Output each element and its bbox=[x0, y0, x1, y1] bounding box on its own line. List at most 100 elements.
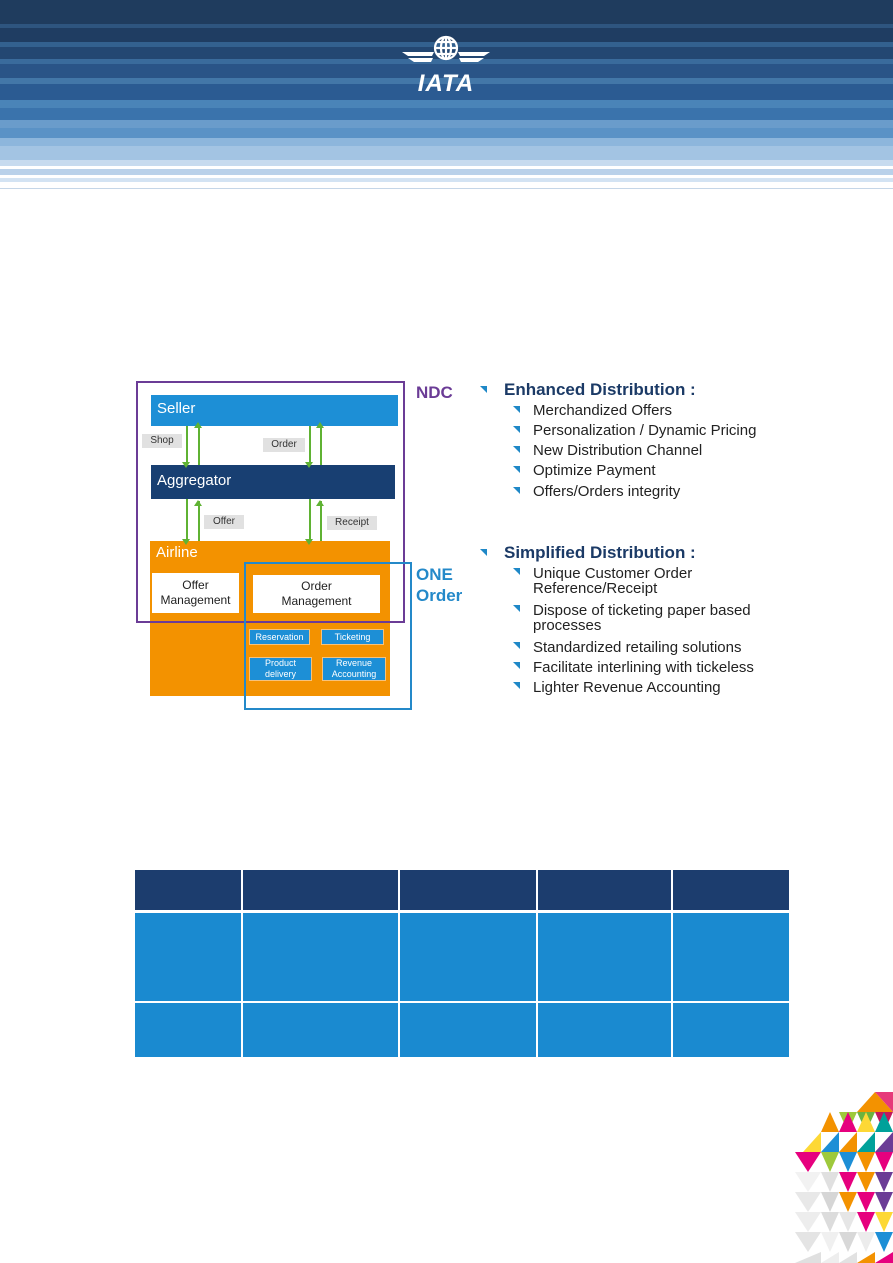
order-tag: Order bbox=[263, 438, 305, 452]
page-header-banner: IATA bbox=[0, 0, 893, 192]
banner-stripe bbox=[0, 0, 893, 24]
bullet-icon bbox=[513, 682, 520, 689]
order-management-line1: Order bbox=[301, 579, 332, 593]
table-header-cell bbox=[135, 870, 241, 910]
banner-stripe bbox=[0, 166, 893, 169]
one-order-line1: ONE bbox=[416, 565, 453, 584]
banner-stripe bbox=[0, 120, 893, 128]
enhanced-item: Optimize Payment bbox=[533, 462, 656, 479]
table-cell bbox=[135, 913, 241, 1001]
product-delivery-line1: Product bbox=[264, 658, 297, 668]
offer-down-arrow bbox=[186, 499, 188, 539]
one-order-boundary bbox=[244, 562, 412, 710]
ticketing-box: Ticketing bbox=[321, 629, 384, 645]
enhanced-item: New Distribution Channel bbox=[533, 442, 703, 459]
enhanced-item: Personalization / Dynamic Pricing bbox=[533, 422, 757, 439]
arrowheads bbox=[182, 422, 324, 545]
banner-stripe bbox=[0, 64, 893, 78]
shop-down-arrow bbox=[186, 426, 188, 462]
banner-stripe bbox=[0, 128, 893, 138]
table-header-cell bbox=[400, 870, 536, 910]
enhanced-item: Merchandized Offers bbox=[533, 402, 672, 419]
simplified-distribution-heading: Simplified Distribution : bbox=[504, 543, 696, 562]
bullet-icon bbox=[513, 642, 520, 649]
shop-tag: Shop bbox=[142, 434, 182, 448]
offer-management-line2: Management bbox=[160, 593, 231, 607]
table-header-cell bbox=[538, 870, 671, 910]
table-header-cell bbox=[673, 870, 789, 910]
table-header-cell bbox=[243, 870, 398, 910]
bullet-icon bbox=[513, 466, 520, 473]
receipt-up-arrow bbox=[320, 501, 322, 541]
reservation-box: Reservation bbox=[249, 629, 310, 645]
banner-stripe bbox=[0, 24, 893, 28]
simplified-item: Standardized retailing solutions bbox=[533, 639, 742, 656]
comparison-table bbox=[135, 870, 789, 1057]
airline-label: Airline bbox=[156, 544, 198, 561]
table-cell bbox=[243, 1003, 398, 1057]
bullet-icon bbox=[513, 406, 520, 413]
receipt-down-arrow bbox=[309, 499, 311, 539]
banner-stripe bbox=[0, 178, 893, 182]
one-order-line2: Order bbox=[416, 586, 463, 605]
receipt-tag: Receipt bbox=[327, 516, 377, 530]
ndc-boundary bbox=[136, 381, 405, 623]
table-cell bbox=[400, 1003, 536, 1057]
order-down-arrow bbox=[309, 426, 311, 462]
product-delivery-line2: delivery bbox=[264, 669, 296, 679]
banner-stripe bbox=[0, 182, 893, 192]
banner-stripe bbox=[0, 28, 893, 42]
offer-up-arrow bbox=[198, 501, 200, 541]
iata-logo-text: IATA bbox=[417, 70, 475, 97]
table-cell bbox=[243, 913, 398, 1001]
enhanced-item: Offers/Orders integrity bbox=[533, 483, 681, 500]
iata-logo: IATA bbox=[398, 32, 494, 98]
simplified-item-line: Reference/Receipt bbox=[533, 580, 658, 597]
simplified-item: Facilitate interlining with tickeless bbox=[533, 659, 754, 676]
enhanced-distribution-heading: Enhanced Distribution : bbox=[504, 380, 696, 399]
table-cell bbox=[538, 913, 671, 1001]
bullet-icon bbox=[513, 426, 520, 433]
table-cell bbox=[400, 913, 536, 1001]
heading-bullet-icon bbox=[480, 549, 487, 556]
ndc-label: NDC bbox=[416, 383, 453, 402]
offer-management-line1: Offer bbox=[182, 578, 209, 592]
table-cell bbox=[673, 913, 789, 1001]
banner-stripe bbox=[0, 188, 893, 189]
table-cell bbox=[538, 1003, 671, 1057]
decorative-triangles-pattern bbox=[795, 1092, 893, 1263]
simplified-item-line: Unique Customer Order bbox=[533, 565, 693, 582]
revenue-accounting-line2: Accounting bbox=[331, 669, 377, 679]
bullet-icon bbox=[513, 568, 520, 575]
globe-wings-icon bbox=[402, 35, 490, 62]
simplified-item-line: processes bbox=[533, 617, 602, 634]
simplified-item-line: Dispose of ticketing paper based bbox=[533, 602, 751, 619]
shop-up-arrow bbox=[198, 428, 200, 465]
order-up-arrow bbox=[320, 428, 322, 465]
aggregator-bar: Aggregator bbox=[151, 465, 395, 499]
order-management-line2: Management bbox=[281, 594, 352, 608]
banner-stripe bbox=[0, 138, 893, 146]
banner-stripe bbox=[0, 108, 893, 120]
seller-bar: Seller bbox=[151, 395, 398, 426]
bullet-icon bbox=[513, 487, 520, 494]
offer-tag: Offer bbox=[204, 515, 244, 529]
heading-bullet-icon bbox=[480, 386, 487, 393]
banner-stripe bbox=[0, 100, 893, 108]
revenue-accounting-line1: Revenue bbox=[335, 658, 373, 668]
bullet-icon bbox=[513, 662, 520, 669]
table-cell bbox=[135, 1003, 241, 1057]
simplified-item: Lighter Revenue Accounting bbox=[533, 679, 721, 696]
banner-stripe bbox=[0, 84, 893, 100]
bullet-icon bbox=[513, 446, 520, 453]
banner-stripe bbox=[0, 59, 893, 64]
banner-stripe bbox=[0, 169, 893, 175]
bullet-icon bbox=[513, 605, 520, 612]
one-order-label: ONE Order bbox=[416, 564, 462, 606]
